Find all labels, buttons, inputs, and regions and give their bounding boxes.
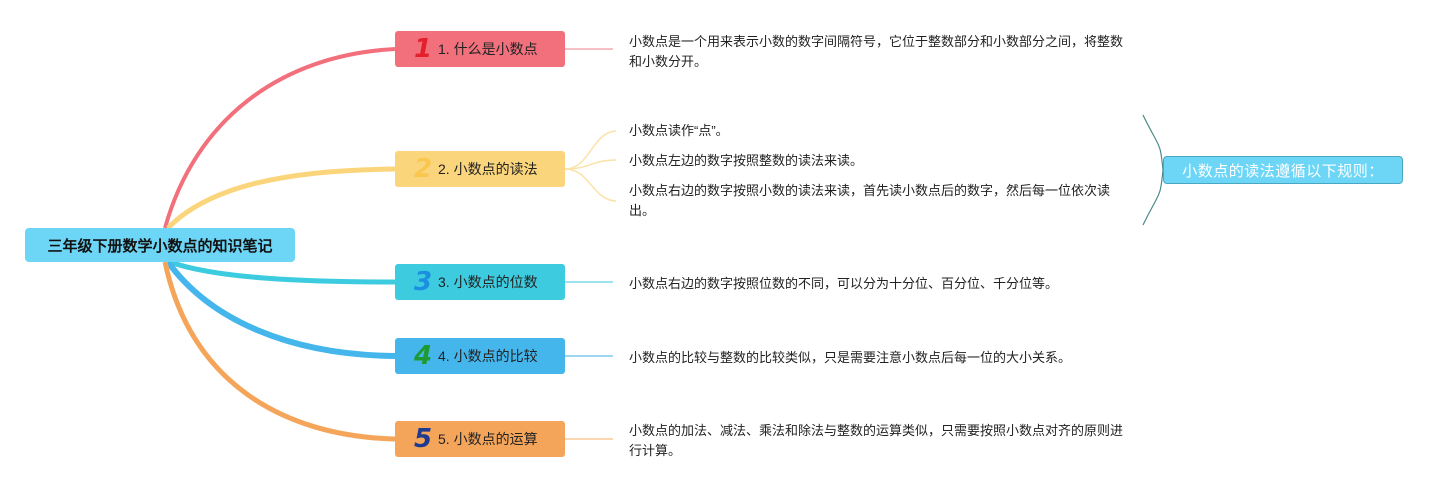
number-2-icon: 2 — [413, 154, 433, 184]
topic-label: 4. 小数点的比较 — [438, 348, 538, 364]
number-1-icon: 1 — [413, 34, 433, 64]
branch-line-4 — [165, 260, 396, 359]
note-comparison[interactable]: 小数点的比较与整数的比较类似，只是需要注意小数点后每一位的大小关系。 — [629, 350, 1072, 365]
number-3-icon: 3 — [413, 267, 433, 297]
number-4-icon: 4 — [413, 341, 433, 371]
note-place-values[interactable]: 小数点右边的数字按照位数的不同，可以分为十分位、百分位、千分位等。 — [629, 276, 1059, 291]
root-topic-label: 三年级下册数学小数点的知识笔记 — [47, 237, 273, 255]
note-line-2a — [564, 130, 617, 170]
topic-label: 3. 小数点的位数 — [438, 274, 538, 290]
note-line-2c — [564, 168, 617, 202]
note-definition[interactable]: 小数点是一个用来表示小数的数字间隔符号，它位于整数部分和小数部分之间，将整数和小… — [629, 34, 1124, 69]
topic-label: 2. 小数点的读法 — [438, 161, 538, 177]
branch-line-1 — [163, 47, 396, 229]
topic-label: 1. 什么是小数点 — [438, 41, 538, 57]
summary-box[interactable]: 小数点的读法遵循以下规则： — [1163, 156, 1403, 184]
summary-brace — [1142, 114, 1164, 226]
topic-decimal-places[interactable]: 3 3. 小数点的位数 — [395, 264, 565, 300]
summary-label: 小数点的读法遵循以下规则： — [1182, 162, 1384, 180]
branch-line-3 — [169, 259, 396, 285]
number-5-icon: 5 — [413, 424, 433, 454]
note-operations[interactable]: 小数点的加法、减法、乘法和除法与整数的运算类似，只需要按照小数点对齐的原则进行计… — [629, 423, 1124, 458]
topic-what-is-decimal-point[interactable]: 1 1. 什么是小数点 — [395, 31, 565, 67]
branch-line-5 — [162, 261, 396, 442]
note-left-digits[interactable]: 小数点左边的数字按照整数的读法来读。 — [629, 153, 864, 168]
note-read-as-dian[interactable]: 小数点读作“点”。 — [629, 123, 729, 138]
topic-label: 5. 小数点的运算 — [438, 431, 538, 447]
topic-reading-decimal-point[interactable]: 2 2. 小数点的读法 — [395, 151, 565, 187]
topic-comparing-decimals[interactable]: 4 4. 小数点的比较 — [395, 338, 565, 374]
note-line-2b — [564, 159, 617, 170]
note-right-digits[interactable]: 小数点右边的数字按照小数的读法来读，首先读小数点后的数字，然后每一位依次读出。 — [629, 183, 1111, 218]
branch-line-2 — [166, 166, 396, 230]
root-topic[interactable]: 三年级下册数学小数点的知识笔记 — [25, 228, 295, 262]
topic-decimal-operations[interactable]: 5 5. 小数点的运算 — [395, 421, 565, 457]
